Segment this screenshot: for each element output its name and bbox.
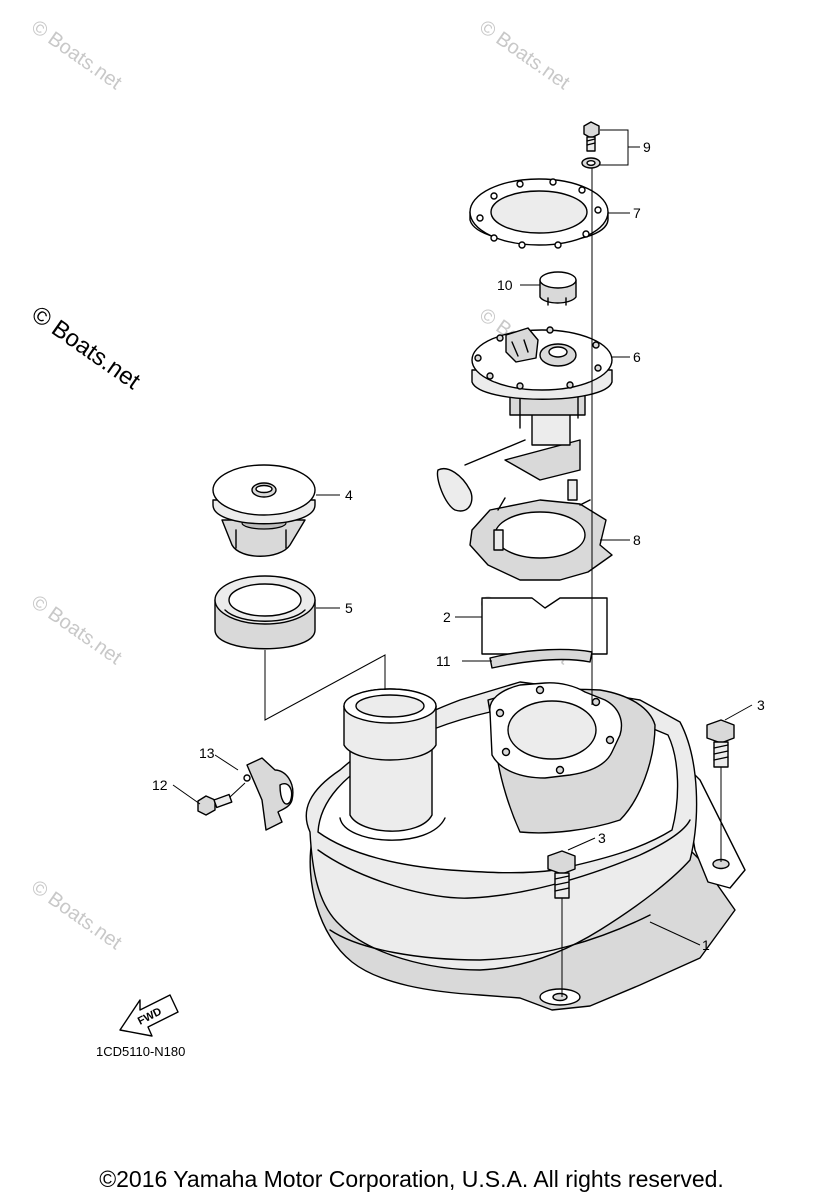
hose-cap-part-10	[539, 271, 577, 306]
bolt-part-3b	[547, 850, 576, 899]
watermark-prominent: © Boats.net	[27, 301, 146, 395]
callout-6: 6	[633, 349, 641, 365]
cap-to-neck-line	[264, 650, 386, 721]
fuel-pump-part-6	[436, 326, 613, 512]
fwd-arrow-icon: FWD	[119, 994, 179, 1037]
callout-1: 1	[702, 937, 710, 953]
gasket-part-5	[214, 575, 316, 650]
callout-13: 13	[199, 745, 215, 761]
copyright-notice: ©2016 Yamaha Motor Corporation, U.S.A. A…	[99, 1166, 724, 1192]
callout-3b: 3	[598, 830, 606, 846]
callout-5: 5	[345, 600, 353, 616]
fuel-tank-part-1	[305, 681, 746, 1011]
callout-3a: 3	[757, 697, 765, 713]
strip-part-11	[489, 648, 593, 669]
leader-lines	[172, 129, 753, 946]
callout-12: 12	[152, 777, 168, 793]
ring-part-8	[469, 479, 613, 581]
bolt-part-3a	[706, 719, 735, 768]
bracket-part-13	[243, 757, 294, 831]
watermark-3: © Boats.net	[27, 591, 126, 669]
callout-7: 7	[633, 205, 641, 221]
callout-2: 2	[443, 609, 451, 625]
bolt-part-12	[197, 782, 246, 816]
diagram-code: 1CD5110-N180	[96, 1044, 185, 1059]
callout-4: 4	[345, 487, 353, 503]
watermark-1: © Boats.net	[27, 16, 126, 94]
screw-part-9	[581, 121, 601, 169]
callout-11: 11	[436, 653, 451, 669]
callout-9: 9	[643, 139, 651, 155]
callout-8: 8	[633, 532, 641, 548]
callout-10: 10	[497, 277, 513, 293]
fuel-cap-part-4	[212, 464, 316, 557]
plate-part-7	[469, 178, 609, 249]
label-part-2	[481, 597, 608, 655]
callout-numbers: 1 2 3 3 4 5 6 7 8 9 10 11 12 13	[152, 139, 765, 953]
watermark-2: © Boats.net	[475, 16, 574, 94]
watermark-6: © Boats.net	[27, 876, 126, 954]
